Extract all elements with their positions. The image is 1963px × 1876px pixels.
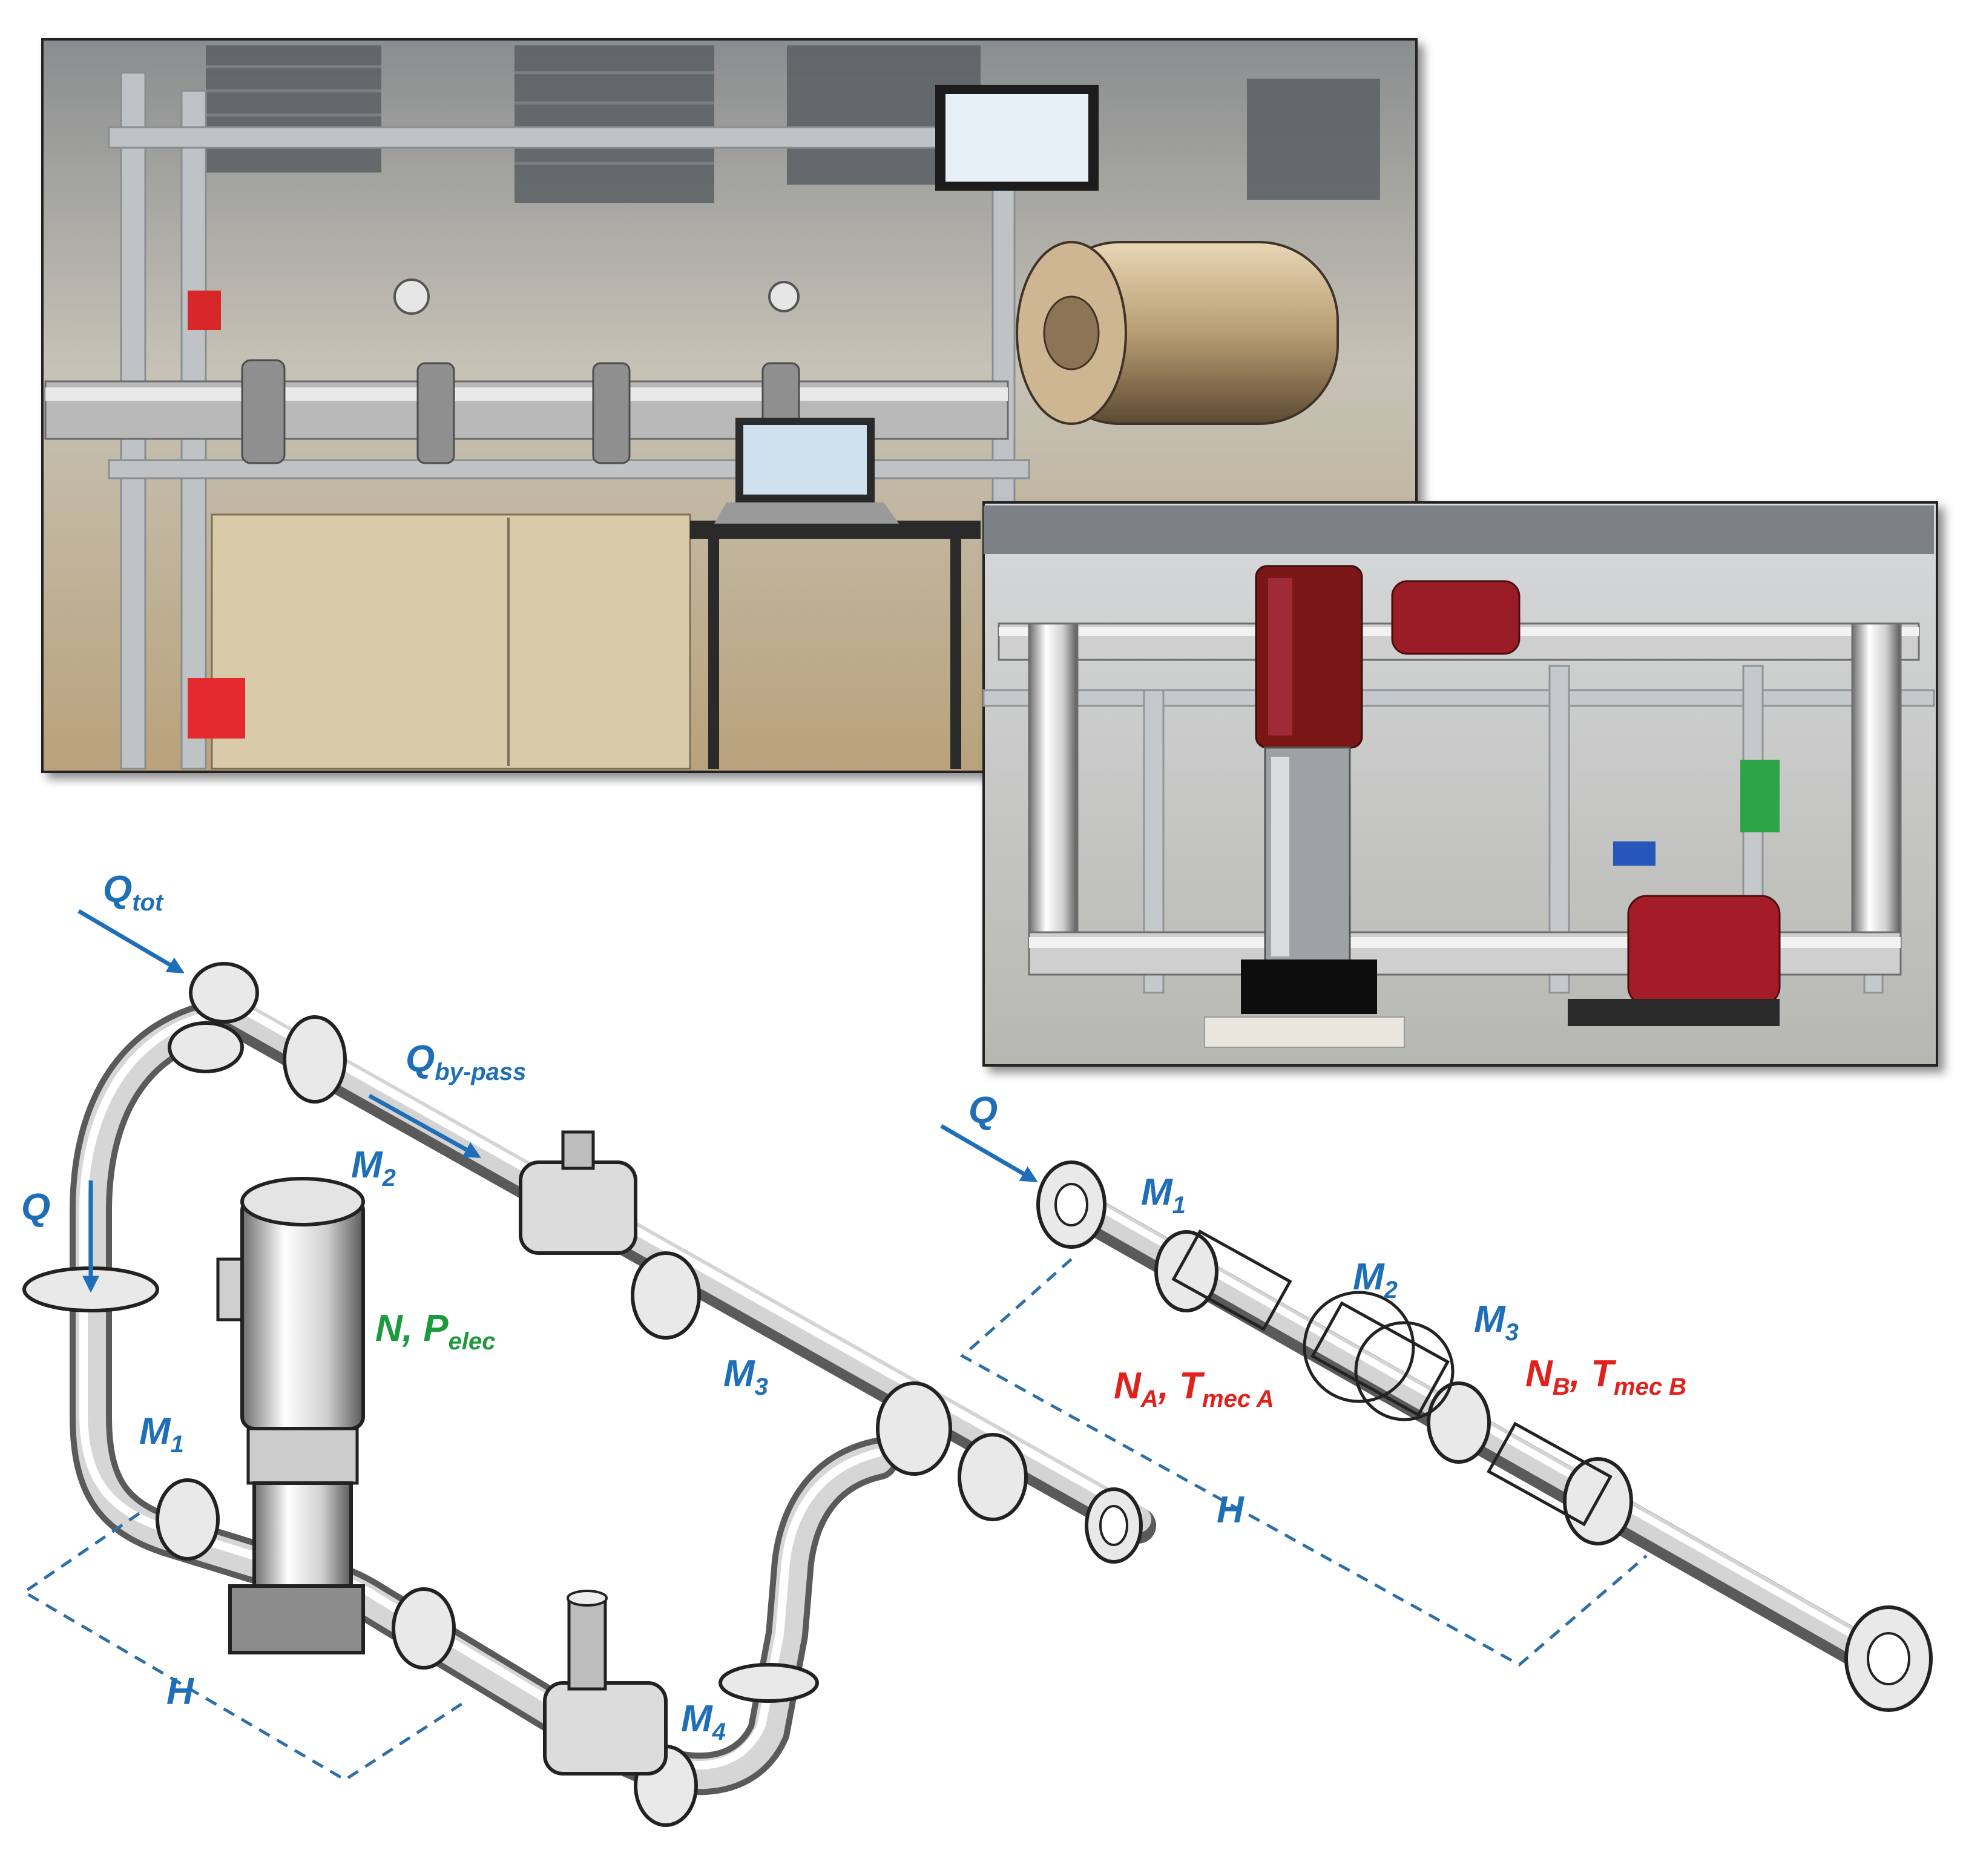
bypass-valve	[519, 1130, 637, 1255]
label-h-turbine: H	[1217, 1489, 1245, 1531]
label-h-loop: H	[166, 1671, 194, 1713]
turbine-line-labels: Q M1 M2 M3 NA, Tmec A NB, Tmec B H	[968, 1090, 1686, 1531]
label-m3-loop: M3	[723, 1353, 768, 1400]
label-m1-turbine: M1	[1141, 1171, 1186, 1219]
q-turbine-arrow	[940, 1124, 1038, 1183]
label-m2-loop: M2	[351, 1144, 396, 1191]
label-m1-loop: M1	[139, 1410, 184, 1458]
label-q-loop: Q	[21, 1186, 50, 1228]
pump-loop-cad-drawing	[22, 962, 1156, 1827]
laboratory-test-rig-photo	[41, 38, 1418, 773]
q-bypass-arrow	[368, 1093, 481, 1159]
turbine-line-cad-drawing	[1036, 1160, 1933, 1712]
head-dashed-lines	[21, 1258, 1648, 1782]
label-nb-tmecb: NB, Tmec B	[1525, 1353, 1686, 1400]
pump-test-rig-photo	[982, 501, 1938, 1067]
label-n-pelec: N, Pelec	[375, 1308, 495, 1355]
loop-valve	[543, 1590, 668, 1776]
label-q-tot: Qtot	[103, 869, 164, 916]
pump-motor	[216, 1177, 365, 1654]
label-q-bypass: Qby-pass	[406, 1038, 526, 1085]
label-m3-turbine: M3	[1474, 1298, 1519, 1346]
label-na-tmeca: NA, Tmec A	[1114, 1365, 1274, 1412]
pump-loop-labels: Qtot Qby-pass Q M2 M3 M1 M4 N, Pelec H	[21, 869, 768, 1745]
flow-arrows	[77, 909, 1038, 1293]
turbine-modules	[1171, 1229, 1613, 1527]
label-m4-loop: M4	[681, 1698, 726, 1745]
label-m2-turbine: M2	[1353, 1256, 1398, 1303]
q-tot-arrow	[77, 909, 185, 974]
label-q-turbine: Q	[968, 1090, 998, 1131]
